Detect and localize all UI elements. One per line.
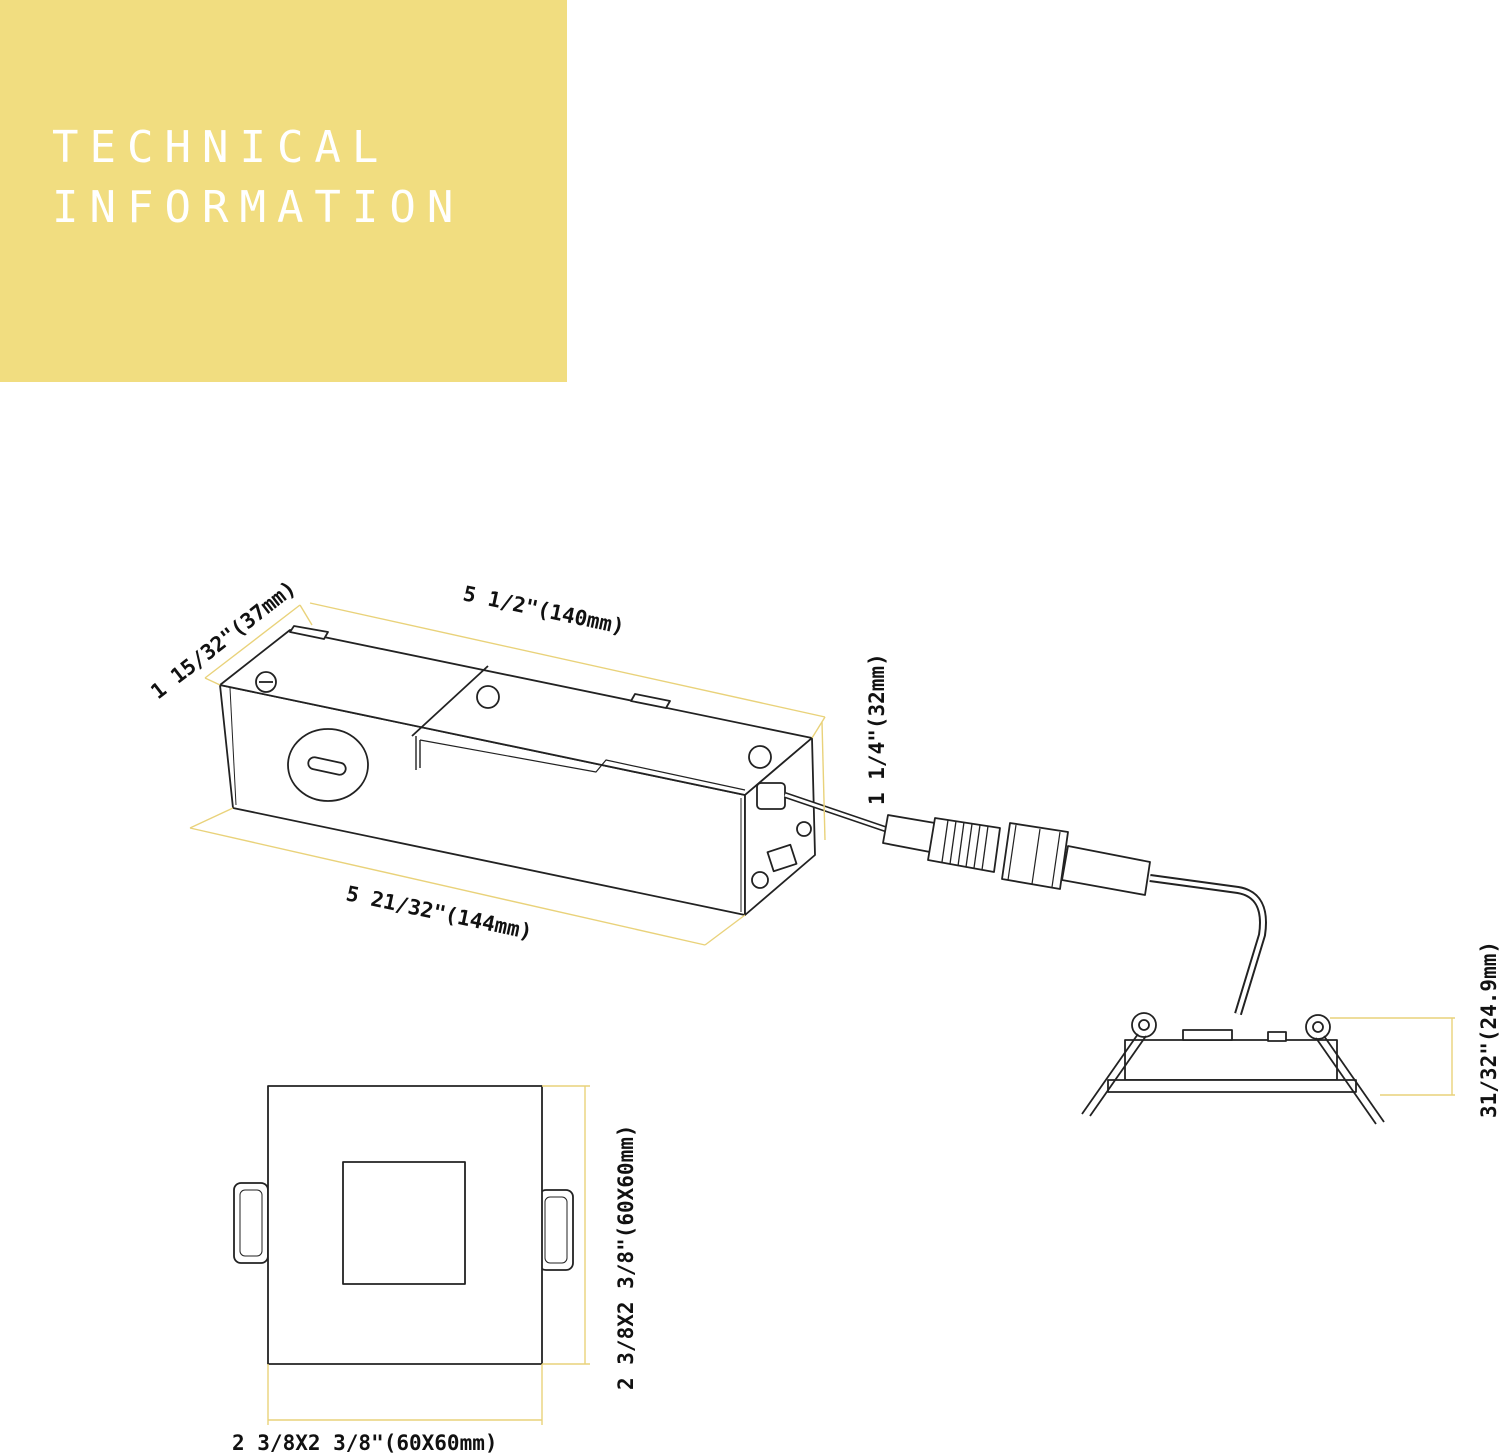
- driver-box: [219, 625, 816, 916]
- trim-inner: [342, 1161, 466, 1285]
- banner-title: TECHNICAL INFORMATION: [52, 118, 464, 238]
- dim-driver-box-height: 1 1/4"(32mm): [865, 653, 889, 805]
- cable-assembly: [784, 792, 1267, 1016]
- dimension-lines: [189, 602, 1455, 1425]
- title-banner: TECHNICAL INFORMATION: [0, 0, 567, 382]
- dim-light-height: 31/32"(24.9mm): [1477, 941, 1500, 1118]
- connector-boot: [882, 814, 936, 853]
- light-housing: [1124, 1039, 1338, 1081]
- coupling-nut: [1001, 822, 1069, 890]
- dim-driver-box-bottom-length: 5 21/32"(144mm): [344, 881, 535, 944]
- trim-front-view: [233, 1085, 574, 1365]
- dim-driver-box-top-length: 5 1/2"(140mm): [461, 581, 627, 639]
- dim-trim-width: 2 3/8X2 3/8"(60X60mm): [232, 1431, 498, 1455]
- light-side-view: [1081, 1012, 1385, 1125]
- dim-trim-height: 2 3/8X2 3/8"(60X60mm): [614, 1124, 638, 1390]
- banner-title-line-1: TECHNICAL: [52, 122, 390, 173]
- connector-body-female: [1061, 845, 1151, 896]
- light-trim-flange: [1107, 1079, 1357, 1093]
- banner-title-line-2: INFORMATION: [52, 182, 465, 233]
